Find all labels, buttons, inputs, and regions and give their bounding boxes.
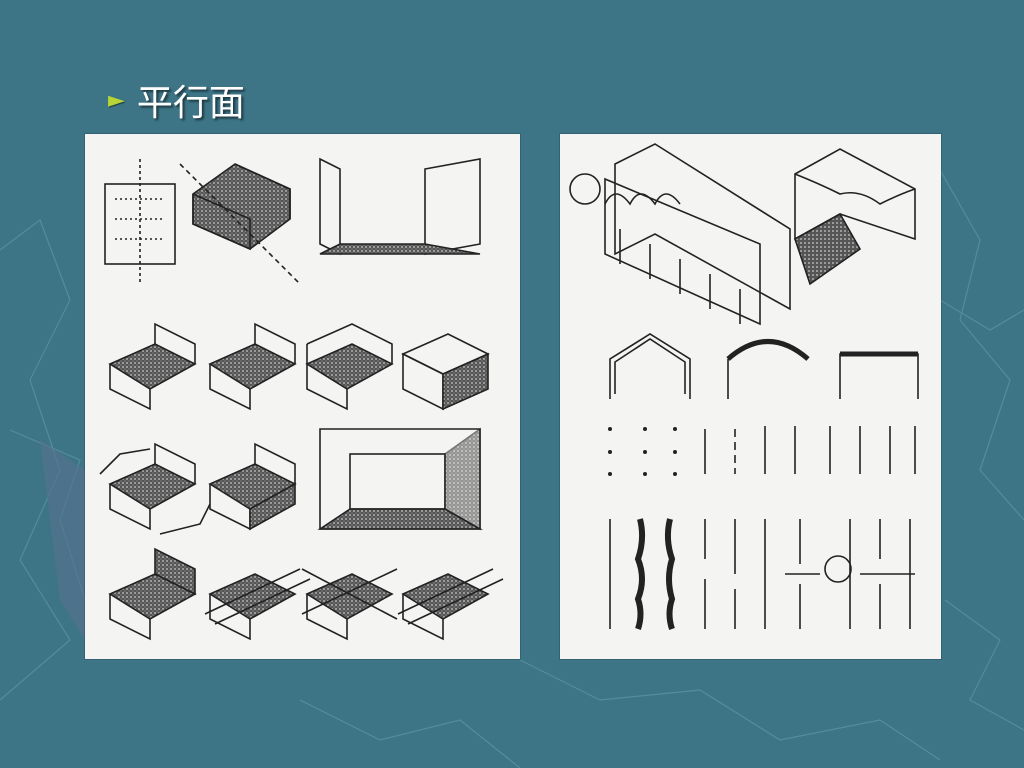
parallel-planes-sketch-icon bbox=[85, 134, 520, 659]
slide-title-row: ► 平行面 bbox=[108, 78, 245, 124]
triangle-right-icon: ► bbox=[108, 87, 125, 113]
slide-title: 平行面 bbox=[136, 83, 245, 124]
parallel-walls-sketch-icon bbox=[560, 134, 941, 659]
